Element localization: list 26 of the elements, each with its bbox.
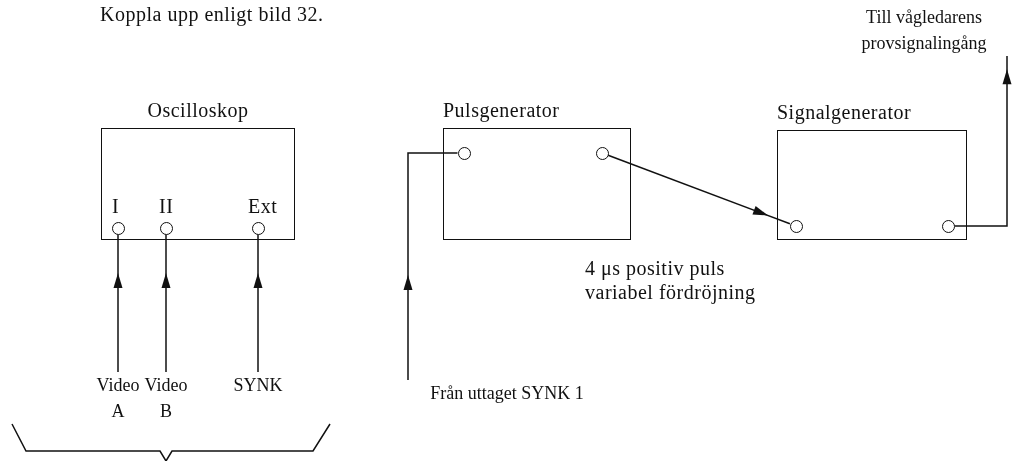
arrow [113,233,123,373]
port-label: II [159,194,175,218]
device-title: Oscilloskop [146,98,250,124]
arrow [161,233,171,373]
signal-label: Till vågledarens provsignalingång [830,4,1018,56]
signal-label: Från uttaget SYNK 1 [387,380,627,406]
port-label: Ext [248,194,279,218]
signal-label: Video A [95,372,141,424]
connector-port [111,221,125,235]
arrow [403,152,459,381]
connector-port [789,219,803,233]
instruction-text: Koppla upp enligt bild 32. [100,2,325,26]
signal-label: Video B [143,372,189,424]
connector-port [595,146,609,160]
port-label: I [112,194,121,218]
connector-port [457,146,471,160]
connector-port [251,221,265,235]
signal-label: SYNK [223,372,293,398]
arrow [607,154,791,225]
arrow [253,233,263,373]
arrow [953,55,1012,227]
device-title: Pulsgenerator [443,98,561,124]
device-title: Signalgenerator [777,100,913,126]
connector-port [159,221,173,235]
signal-note: 4 μs positiv puls variabel fördröjning [585,256,757,304]
connector-port [941,219,955,233]
